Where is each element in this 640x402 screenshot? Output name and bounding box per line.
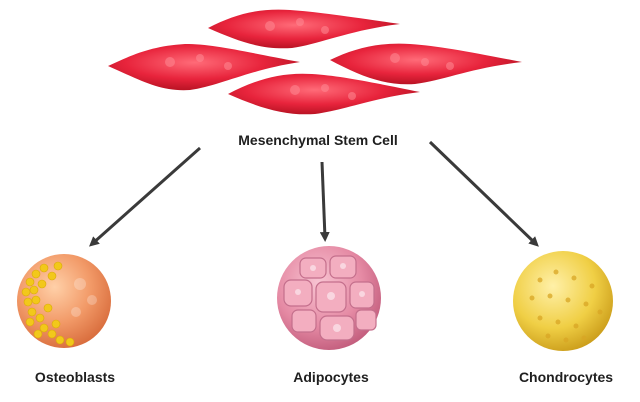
stem-cell (228, 73, 420, 115)
osteoblast-granules (21, 261, 75, 347)
osteoblasts-label: Osteoblasts (34, 369, 116, 385)
chondrocyte-cell (513, 251, 613, 351)
stem-cell-texture (165, 18, 454, 100)
arrow-to-chondrocytes (428, 140, 539, 247)
arrow-to-adipocytes (319, 161, 330, 242)
osteoblast-cell (17, 254, 111, 348)
chondrocyte-texture (529, 269, 603, 343)
mesenchymal-stem-cell-label: Mesenchymal Stem Cell (238, 132, 398, 148)
stem-cell (108, 44, 300, 91)
stem-cell (208, 9, 400, 49)
differentiation-arrows (89, 140, 539, 247)
chondrocytes-label: Chondrocytes (518, 369, 614, 385)
stem-cell-cluster (108, 9, 522, 115)
adipocyte-cell (277, 246, 381, 350)
arrow-to-osteoblasts (89, 146, 201, 247)
adipocytes-label: Adipocytes (293, 369, 369, 385)
